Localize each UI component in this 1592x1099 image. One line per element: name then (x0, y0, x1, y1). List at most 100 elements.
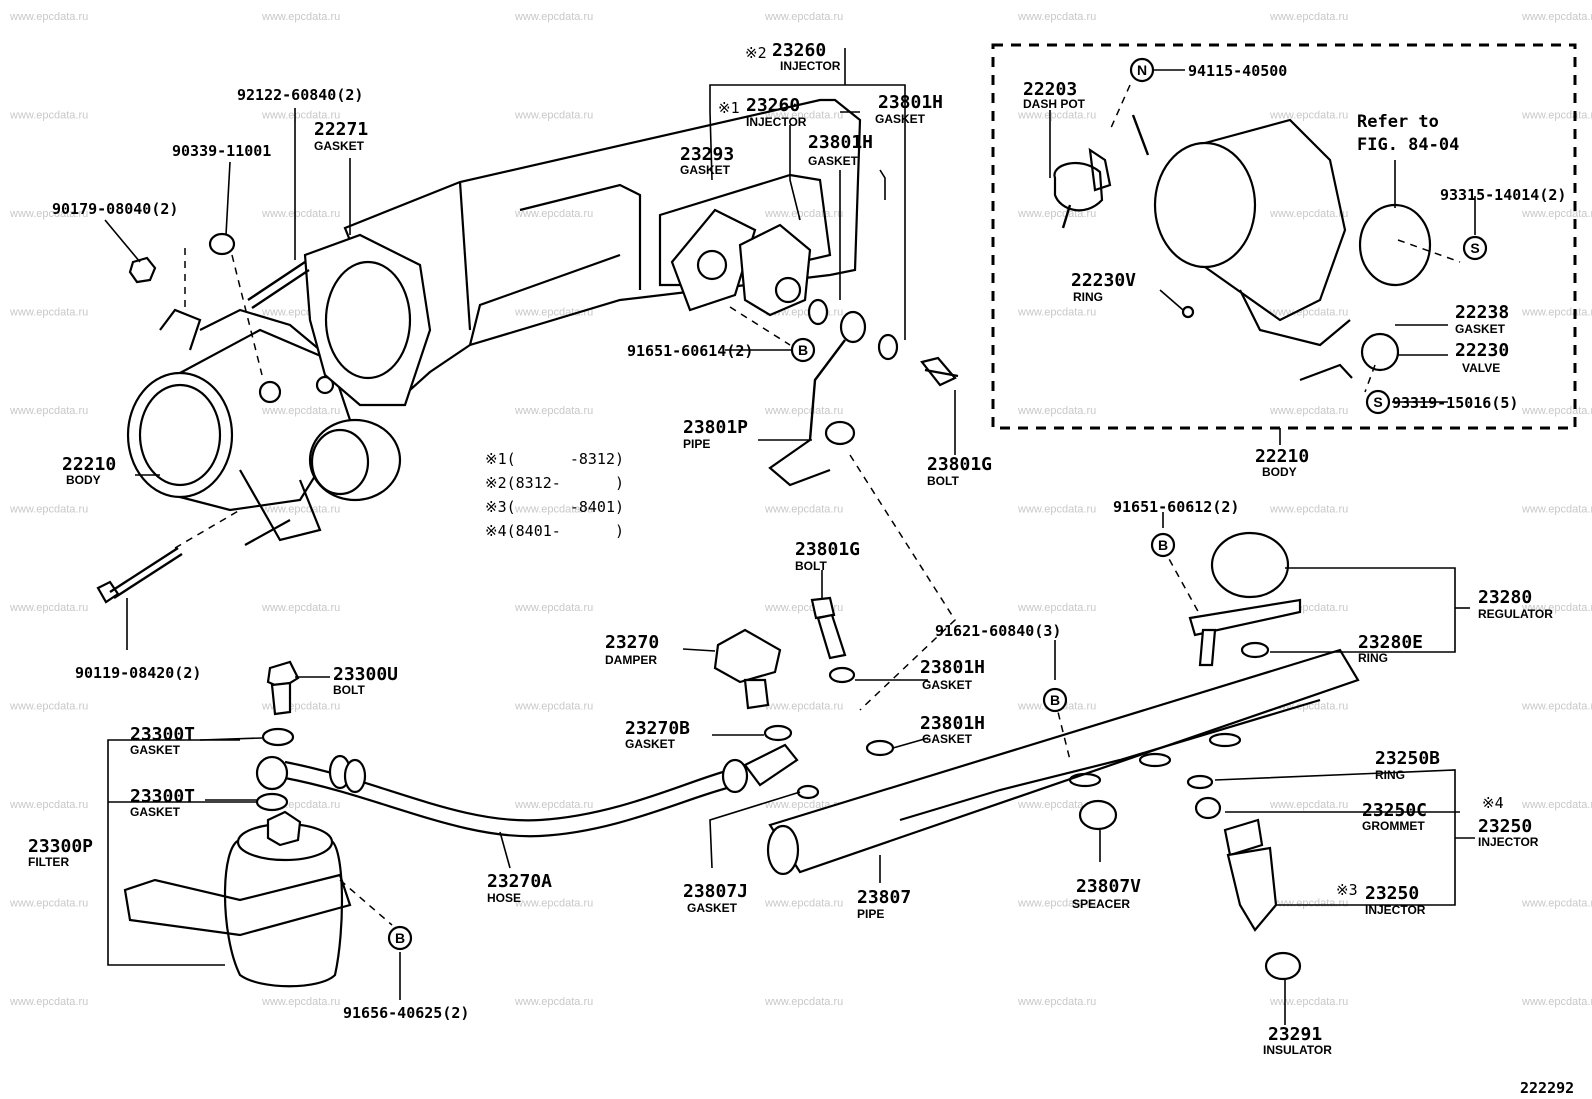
label-23801G-b-name: BOLT (795, 559, 827, 573)
watermark-text: www.epcdata.ru (9, 602, 88, 614)
watermark-text: www.epcdata.ru (261, 996, 340, 1008)
label-22230V-number: 22230V (1071, 270, 1136, 291)
label-23260-mid-name: INJECTOR (746, 115, 807, 129)
label-22230-name: VALVE (1462, 361, 1500, 375)
marker-b-2 (387, 925, 413, 951)
watermark-text: www.epcdata.ru (1269, 504, 1348, 516)
watermark-text: www.epcdata.ru (764, 701, 843, 713)
bolt-90119-drawing (96, 546, 183, 604)
label-94115: 94115-40500 (1188, 62, 1287, 80)
label-23291-name: INSULATOR (1263, 1043, 1332, 1057)
label-22210-left-name: BODY (66, 473, 101, 487)
watermark-text: www.epcdata.ru (1017, 799, 1096, 811)
marker-b-4-text: B (1158, 537, 1168, 553)
watermark-text: www.epcdata.ru (514, 701, 593, 713)
label-23250-group-number: 23250 (1478, 816, 1532, 837)
watermark-text: www.epcdata.ru (514, 602, 593, 614)
damper-23270-drawing (713, 628, 793, 742)
label-22271-name: GASKET (314, 139, 365, 153)
watermark-text: www.epcdata.ru (261, 11, 340, 23)
label-23300U-name: BOLT (333, 683, 365, 697)
watermark-text: www.epcdata.ru (1017, 307, 1096, 319)
watermark-text: www.epcdata.ru (1269, 898, 1348, 910)
watermark-text: www.epcdata.ru (9, 11, 88, 23)
label-23291-number: 23291 (1268, 1024, 1322, 1045)
watermark-text: www.epcdata.ru (1521, 307, 1592, 319)
label-23300P-name: FILTER (28, 855, 69, 869)
watermark-text: www.epcdata.ru (1269, 307, 1348, 319)
bolt-23801G-lower-drawing (810, 596, 856, 684)
label-23801G-a-number: 23801G (927, 454, 992, 475)
watermark-text: www.epcdata.ru (9, 110, 88, 122)
label-23250B-name: RING (1375, 768, 1405, 782)
refer-to-line1: Refer to (1357, 112, 1439, 132)
label-90179: 90179-08040(2) (52, 200, 178, 218)
bolt-23801G-upper-drawing (920, 356, 959, 387)
label-23807V-name: SPEACER (1072, 897, 1130, 911)
label-23280E-name: RING (1358, 651, 1388, 665)
inset-box (991, 43, 1577, 430)
label-91651-60614: 91651-60614(2) (627, 342, 753, 360)
watermark-text: www.epcdata.ru (514, 799, 593, 811)
label-23300P-number: 23300P (28, 836, 93, 857)
label-23280-name: REGULATOR (1478, 607, 1553, 621)
injector-23250-drawing (1186, 774, 1302, 981)
watermark-text: www.epcdata.ru (9, 701, 88, 713)
label-23250B-number: 23250B (1375, 748, 1440, 769)
plug-90339-drawing (208, 232, 236, 256)
watermark-text: www.epcdata.ru (261, 405, 340, 417)
watermark-text: www.epcdata.ru (9, 898, 88, 910)
label-23801H-b-number: 23801H (808, 132, 873, 153)
label-23801P-number: 23801P (683, 417, 748, 438)
watermark-text: www.epcdata.ru (1017, 898, 1096, 910)
label-22230-number: 22230 (1455, 340, 1509, 361)
label-23801H-c-name: GASKET (922, 678, 973, 692)
label-23250-number: 23250 (1365, 883, 1419, 904)
label-23280E-number: 23280E (1358, 632, 1423, 653)
dashed-assembly-lines (174, 84, 1461, 926)
label-23807-number: 23807 (857, 887, 911, 908)
label-23270A-name: HOSE (487, 891, 521, 905)
note-2: ※2(8312- ) (485, 474, 624, 492)
watermark-text: www.epcdata.ru (9, 504, 88, 516)
marker-b-2-text: B (395, 930, 405, 946)
label-23801P-name: PIPE (683, 437, 710, 451)
label-23801G-a-name: BOLT (927, 474, 959, 488)
label-22203-name: DASH POT (1023, 97, 1086, 111)
label-23280-number: 23280 (1478, 587, 1532, 608)
watermark-text: www.epcdata.ru (9, 208, 88, 220)
watermark-text: www.epcdata.ru (1017, 996, 1096, 1008)
label-23270A-number: 23270A (487, 871, 552, 892)
watermark-text: www.epcdata.ru (1269, 11, 1348, 23)
label-92122: 92122-60840(2) (237, 86, 363, 104)
label-23260-top-name: INJECTOR (780, 59, 841, 73)
watermark-text: www.epcdata.ru (261, 504, 340, 516)
note-4: ※4(8401- ) (485, 522, 624, 540)
watermark-text: www.epcdata.ru (1521, 701, 1592, 713)
watermark-text: www.epcdata.ru (1017, 602, 1096, 614)
watermark-text: www.epcdata.ru (514, 11, 593, 23)
marker-n-text: N (1137, 62, 1147, 78)
label-23300T-a-number: 23300T (130, 724, 195, 745)
leader-lines (104, 48, 1476, 1025)
part-labels: ※2 23260 INJECTOR ※1 23260 INJECTOR 2380… (28, 40, 1574, 1097)
label-23250-name: INJECTOR (1365, 903, 1426, 917)
label-23801H-d-name: GASKET (922, 732, 973, 746)
label-23801H-a-number: 23801H (878, 92, 943, 113)
watermark-text: www.epcdata.ru (514, 898, 593, 910)
label-23250C-number: 23250C (1362, 800, 1427, 821)
label-23801H-c-number: 23801H (920, 657, 985, 678)
label-22271-number: 22271 (314, 119, 368, 140)
label-23300T-a-name: GASKET (130, 743, 181, 757)
watermark-text: www.epcdata.ru (9, 799, 88, 811)
label-23300T-b-name: GASKET (130, 805, 181, 819)
throttle-body-left-drawing (126, 308, 402, 546)
label-23293-number: 23293 (680, 144, 734, 165)
label-23801H-b-name: GASKET (808, 154, 859, 168)
label-23250C-name: GROMMET (1362, 819, 1425, 833)
label-23801H-a-name: GASKET (875, 112, 926, 126)
watermark-text: www.epcdata.ru (1269, 110, 1348, 122)
label-23250-group-name: INJECTOR (1478, 835, 1539, 849)
gasket-22271-drawing (303, 233, 432, 407)
